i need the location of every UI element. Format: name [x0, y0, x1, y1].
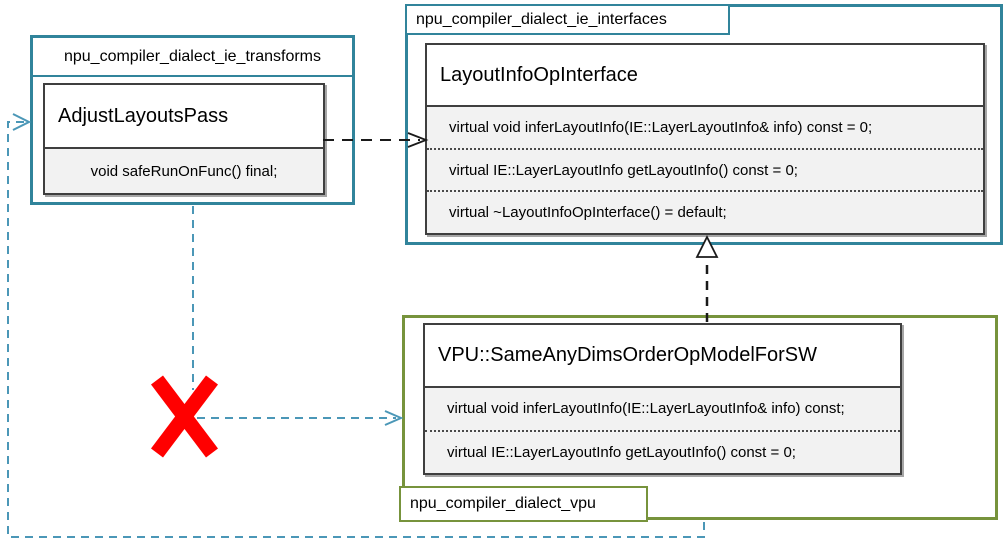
package-ie-transforms-label: npu_compiler_dialect_ie_transforms: [33, 38, 352, 77]
method-row: void safeRunOnFunc() final;: [90, 162, 278, 180]
package-ie-interfaces-label: npu_compiler_dialect_ie_interfaces: [416, 10, 667, 28]
method-compartment: virtual void inferLayoutInfo(IE::LayerLa…: [425, 388, 900, 473]
method-compartment: virtual void inferLayoutInfo(IE::LayerLa…: [427, 107, 983, 233]
open-arrowhead-icon: [384, 410, 404, 426]
method-row: virtual void inferLayoutInfo(IE::LayerLa…: [447, 400, 845, 418]
package-ie-interfaces-tab: npu_compiler_dialect_ie_interfaces: [405, 4, 730, 35]
package-vpu-tab: npu_compiler_dialect_vpu: [399, 486, 648, 522]
class-name: AdjustLayoutsPass: [45, 85, 323, 149]
method-row: virtual IE::LayerLayoutInfo getLayoutInf…: [425, 429, 900, 474]
package-vpu-label: npu_compiler_dialect_vpu: [410, 495, 596, 512]
class-same-any-dims-order-op-model: VPU::SameAnyDimsOrderOpModelForSW virtua…: [423, 323, 902, 475]
realization-connector: [695, 234, 719, 322]
rejection-x-mark: [151, 375, 218, 458]
method-compartment: void safeRunOnFunc() final;: [45, 149, 323, 193]
method-row: virtual ~LayoutInfoOpInterface() = defau…: [427, 190, 983, 233]
class-adjust-layouts-pass: AdjustLayoutsPass void safeRunOnFunc() f…: [43, 83, 325, 195]
open-arrowhead-icon: [12, 113, 32, 131]
method-row: virtual void inferLayoutInfo(IE::LayerLa…: [449, 118, 873, 136]
class-name: VPU::SameAnyDimsOrderOpModelForSW: [425, 325, 900, 388]
method-row: virtual IE::LayerLayoutInfo getLayoutInf…: [427, 147, 983, 191]
x-to-vpu-connector: [197, 410, 404, 426]
class-layout-info-op-interface: LayoutInfoOpInterface virtual void infer…: [425, 43, 985, 235]
class-name: LayoutInfoOpInterface: [427, 45, 983, 107]
